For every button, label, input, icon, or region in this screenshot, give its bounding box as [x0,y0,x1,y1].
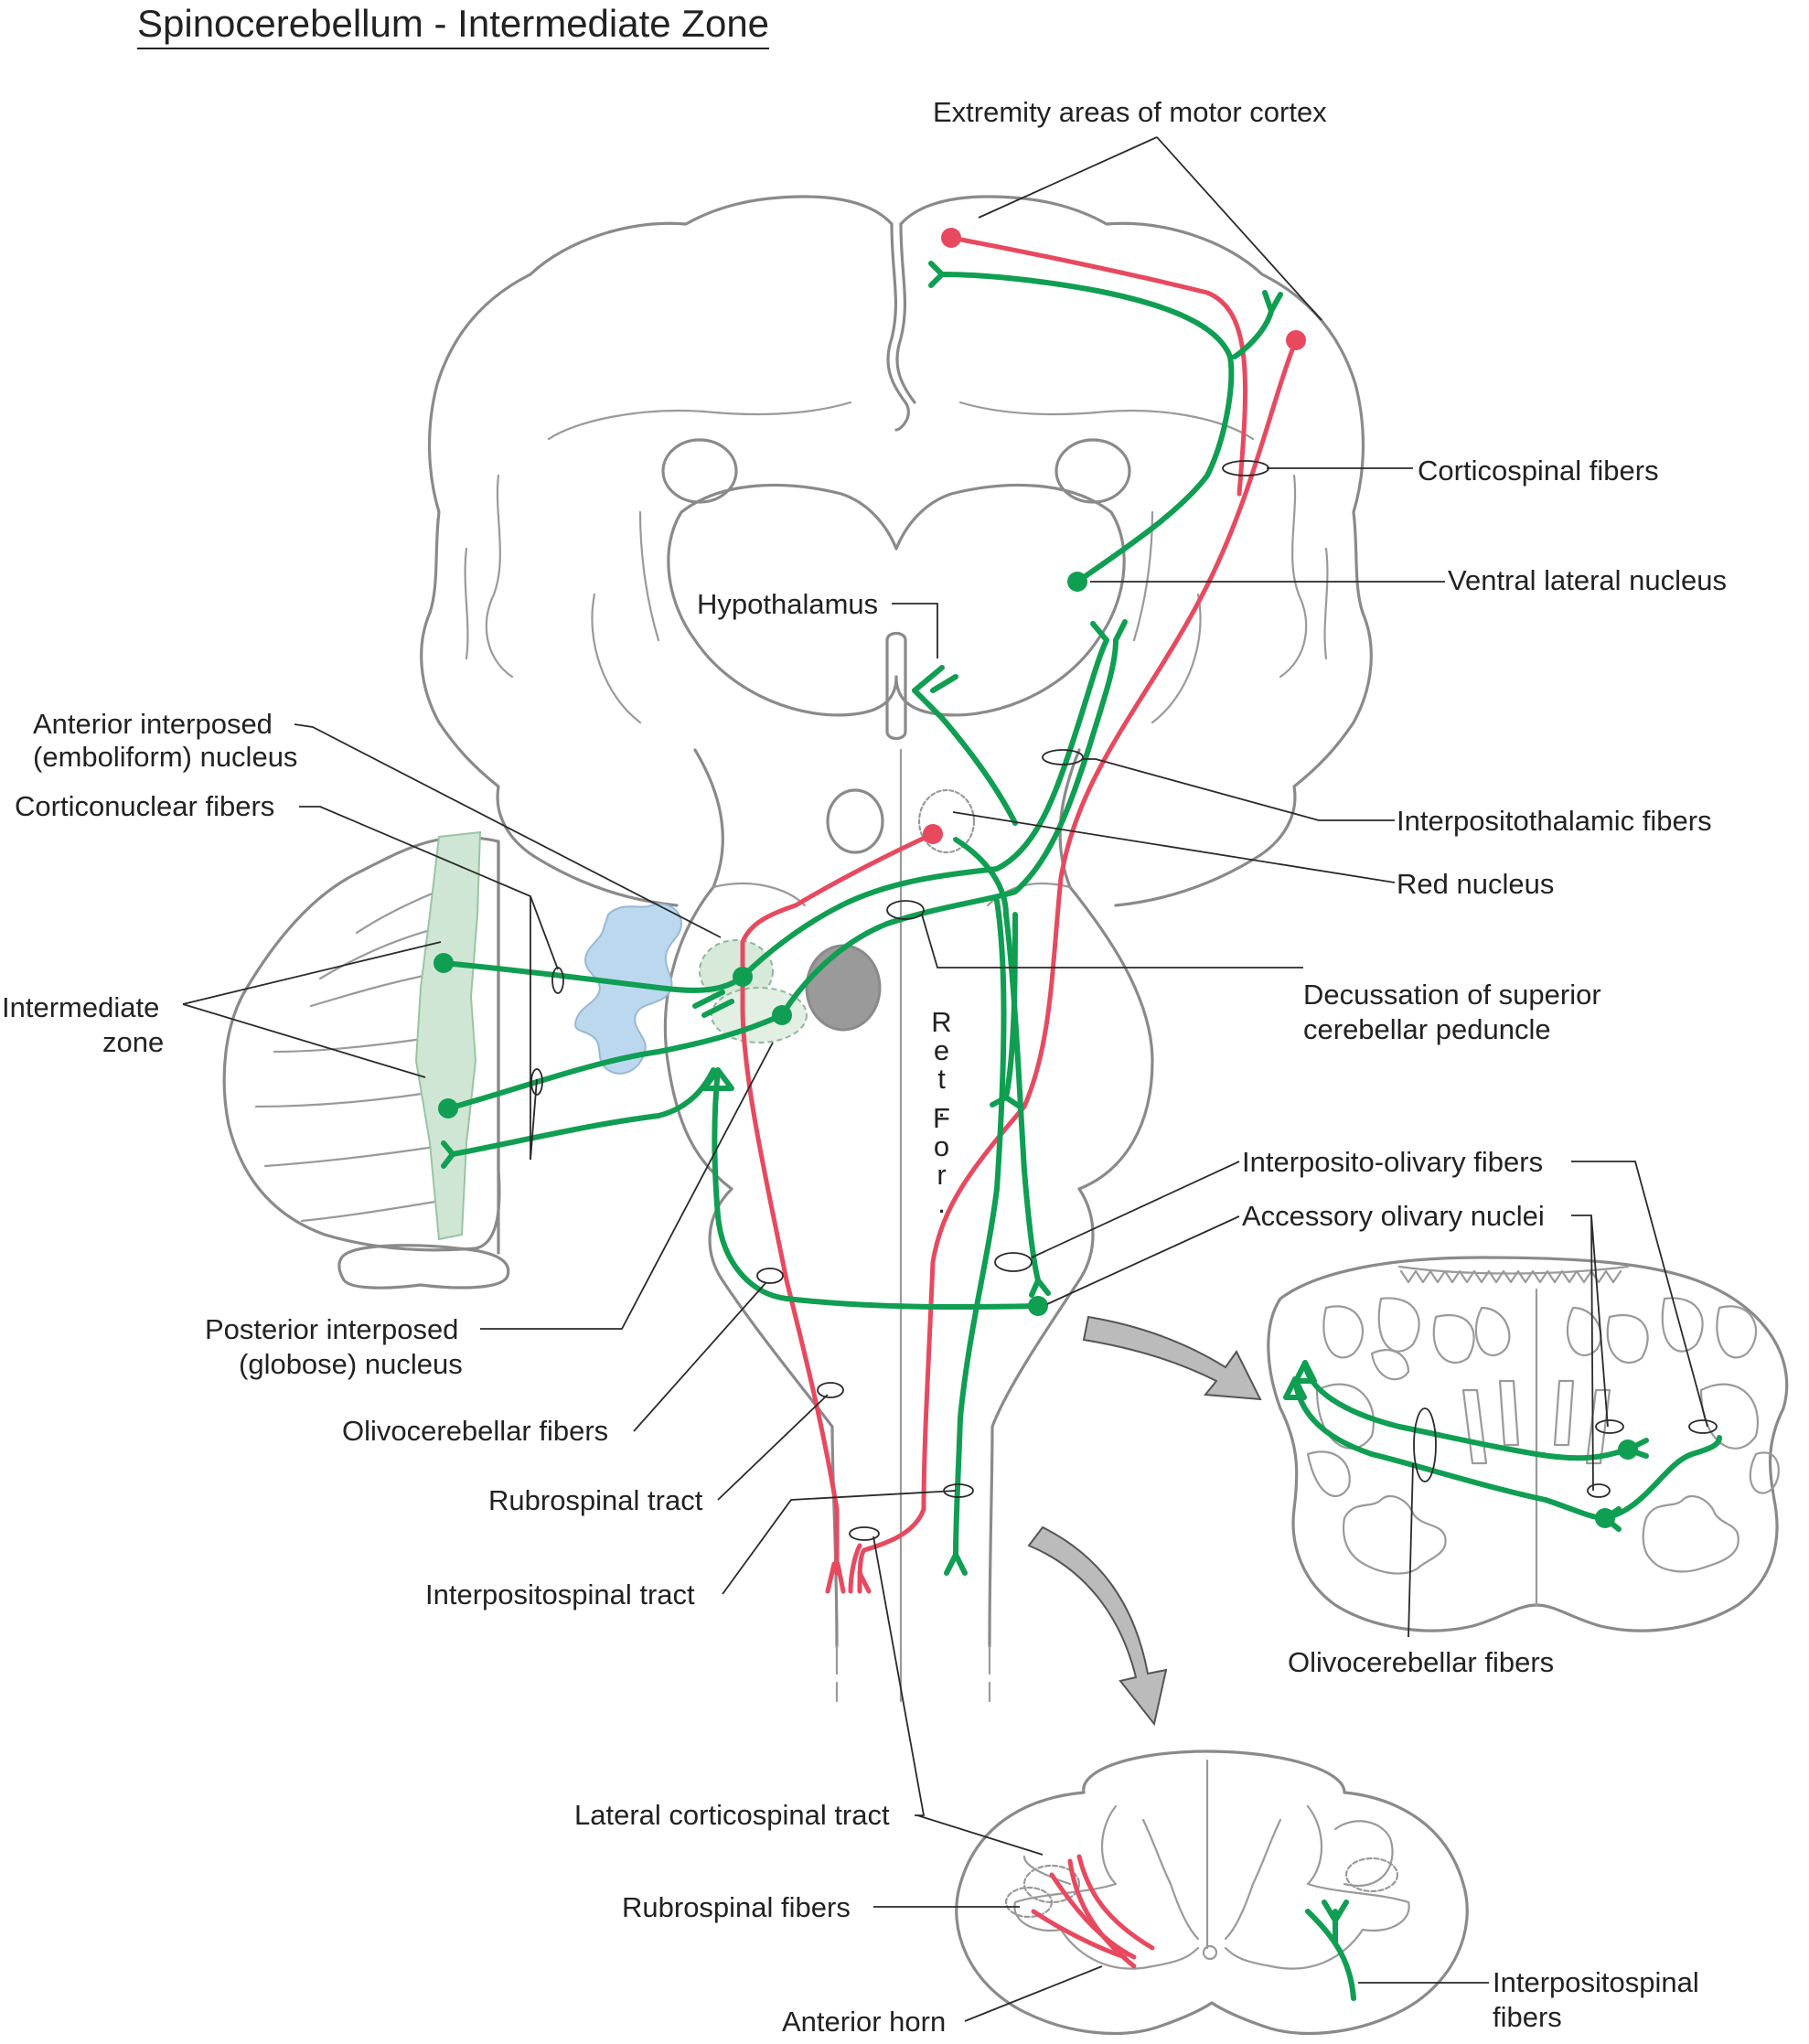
red-pathways [740,235,1299,1969]
motor-cortex-dot-lateral [1286,330,1306,350]
medulla-olive-dot-lower [1595,1508,1615,1528]
forebrain-outline [420,195,1373,907]
label-intermediate-zone-line1: Intermediate [2,991,160,1023]
label-reticular-formation-part1: Ret. [926,1006,958,1125]
label-anterior-interposed-line2: (emboliform) nucleus [33,741,298,773]
reticular-formation-text-2: For. [926,1102,958,1215]
spinal-cord-section-outline [955,1750,1469,2036]
label-anterior-interposed-line1: Anterior interposed [33,708,273,740]
label-olivocerebellar-fibers-left: Olivocerebellar fibers [342,1415,609,1447]
arrow-to-spinal-cord [1027,1525,1168,1727]
label-corticonuclear-fibers: Corticonuclear fibers [15,790,275,822]
label-interpositothalamic-fibers: Interpositothalamic fibers [1397,805,1712,837]
motor-cortex-dot-top [941,228,961,248]
label-posterior-interposed-line2: (globose) nucleus [239,1348,463,1380]
label-accessory-olivary-nuclei: Accessory olivary nuclei [1242,1200,1545,1232]
red-nucleus-left-shape [826,788,884,854]
accessory-olive-dot [1028,1296,1048,1316]
label-ventral-lateral-nucleus: Ventral lateral nucleus [1448,564,1728,596]
label-interpositospinal-fibers-line1: Interpositospinal [1493,1966,1699,1998]
label-rubrospinal-fibers: Rubrospinal fibers [622,1891,851,1923]
globose-nucleus-dot [772,1005,792,1025]
globose-halo [711,987,808,1043]
red-nucleus-right-shape [917,788,976,854]
label-corticospinal-fibers: Corticospinal fibers [1418,455,1659,487]
label-posterior-interposed-line1: Posterior interposed [205,1313,459,1345]
label-extremity-areas: Extremity areas of motor cortex [933,96,1327,128]
red-nucleus-dot [923,824,943,844]
label-reticular-formation-part2: For. [926,1102,958,1221]
label-rubrospinal-tract: Rubrospinal tract [488,1484,703,1516]
cerebral-peduncle-shape [805,944,882,1032]
label-anterior-horn: Anterior horn [782,2006,947,2038]
green-pathways [441,261,1722,2001]
label-decussation-line2: cerebellar peduncle [1303,1013,1551,1045]
label-interposito-olivary-fibers: Interposito-olivary fibers [1242,1146,1544,1178]
reticular-formation-text-1: Ret. [926,1006,958,1119]
label-olivocerebellar-fibers-right: Olivocerebellar fibers [1288,1646,1555,1678]
label-lateral-corticospinal-tract: Lateral corticospinal tract [574,1799,890,1831]
medulla-section-outline [1267,1256,1789,1632]
page-title: Spinocerebellum - Intermediate Zone [137,2,770,49]
label-interpositospinal-fibers-line2: fibers [1493,2001,1562,2033]
intermediate-zone-dot-upper [434,953,454,973]
label-hypothalamus: Hypothalamus [697,588,879,620]
intermediate-zone-strip [414,830,482,1241]
leader-lines [182,136,1708,2022]
ventral-lateral-nucleus-dot [1067,572,1087,592]
label-intermediate-zone-line2: zone [102,1026,165,1058]
thalamus-outline [638,438,1154,741]
intermediate-zone-dot-lower [438,1098,458,1118]
emboliform-nucleus-dot [733,967,753,987]
medulla-olive-dot-upper [1618,1439,1638,1460]
arrow-to-medulla [1082,1315,1262,1401]
fiber-bundle-rings [530,460,1718,1541]
label-interpositospinal-tract: Interpositospinal tract [425,1578,695,1611]
brainstem-outline [663,748,1154,1703]
label-red-nucleus: Red nucleus [1397,868,1555,900]
label-decussation-line1: Decussation of superior [1303,979,1601,1011]
